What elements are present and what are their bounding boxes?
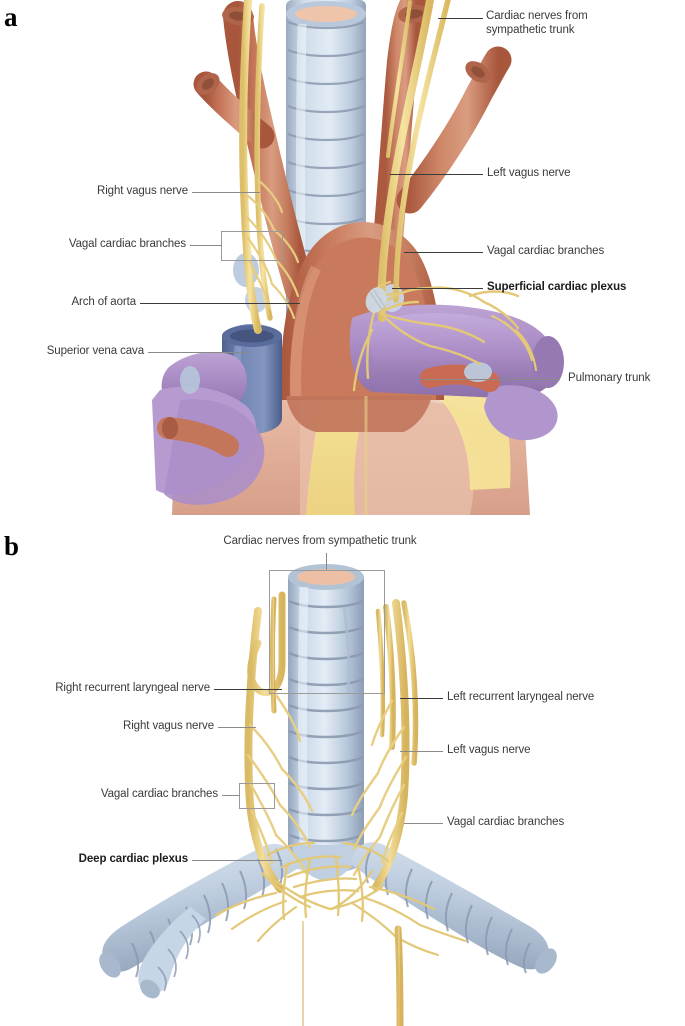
leader-arch-of-aorta [140, 303, 300, 304]
leader-right-recurrent-laryngeal-nerve [214, 689, 282, 690]
panel-a-letter: a [4, 2, 18, 32]
leader-cardiac-nerves-sympathetic-trunk-a [438, 18, 483, 19]
bracket-cardiac-nerves-sympathetic-trunk-b [269, 570, 385, 694]
bracket-vagal-cardiac-branches-b [239, 783, 275, 809]
label-cardiac-nerves-sympathetic-trunk-b: Cardiac nerves from sympathetic trunk [223, 535, 417, 547]
label-pulmonary-trunk: Pulmonary trunk [568, 372, 651, 384]
label-deep-cardiac-plexus: Deep cardiac plexus [78, 853, 188, 865]
leader-right-vagus-nerve-a [192, 192, 260, 193]
label-right-recurrent-laryngeal-nerve: Right recurrent laryngeal nerve [55, 682, 210, 694]
label-right-vagus-nerve-a: Right vagus nerve [97, 185, 188, 197]
label-superior-vena-cava: Superior vena cava [46, 345, 144, 357]
leader-vagal-cardiac-branches-left-b [222, 795, 240, 796]
leader-deep-cardiac-plexus [192, 860, 282, 861]
leader-superior-vena-cava [148, 352, 250, 353]
panel-a: a [4, 0, 651, 515]
label-vagal-cardiac-branches-right-a: Vagal cardiac branches [487, 245, 605, 257]
label-left-vagus-nerve-a: Left vagus nerve [487, 167, 571, 179]
label-cardiac-nerves-sympathetic-trunk-a: Cardiac nerves from sympathetic trunk [486, 10, 588, 36]
leader-left-vagus-nerve-b [400, 751, 443, 752]
label-vagal-cardiac-branches-left-b: Vagal cardiac branches [100, 788, 218, 800]
label-right-vagus-nerve-b: Right vagus nerve [123, 720, 214, 732]
leader-vagal-cardiac-branches-right-b [404, 823, 443, 824]
label-vagal-cardiac-branches-right-b: Vagal cardiac branches [447, 816, 565, 828]
bracket-vagal-cardiac-branches-a [221, 231, 283, 261]
leader-vagal-cardiac-branches-left-a [190, 245, 222, 246]
label-vagal-cardiac-branches-left-a: Vagal cardiac branches [68, 238, 186, 250]
label-superficial-cardiac-plexus: Superficial cardiac plexus [487, 281, 627, 293]
label-left-recurrent-laryngeal-nerve: Left recurrent laryngeal nerve [447, 691, 595, 703]
panel-b-illustration [99, 564, 557, 1026]
label-left-vagus-nerve-b: Left vagus nerve [447, 744, 531, 756]
leader-pulmonary-trunk [420, 379, 560, 380]
panel-b-letter: b [4, 531, 20, 561]
panel-b: b [0, 515, 685, 1026]
leader-vagal-cardiac-branches-right-a [404, 252, 483, 253]
leader-cardiac-nerves-sympathetic-trunk-b [326, 553, 327, 570]
leader-left-recurrent-laryngeal-nerve [400, 698, 443, 699]
leader-superficial-cardiac-plexus [392, 288, 483, 289]
label-arch-of-aorta: Arch of aorta [71, 296, 136, 308]
leader-left-vagus-nerve-a [390, 174, 483, 175]
leader-right-vagus-nerve-b [218, 727, 256, 728]
